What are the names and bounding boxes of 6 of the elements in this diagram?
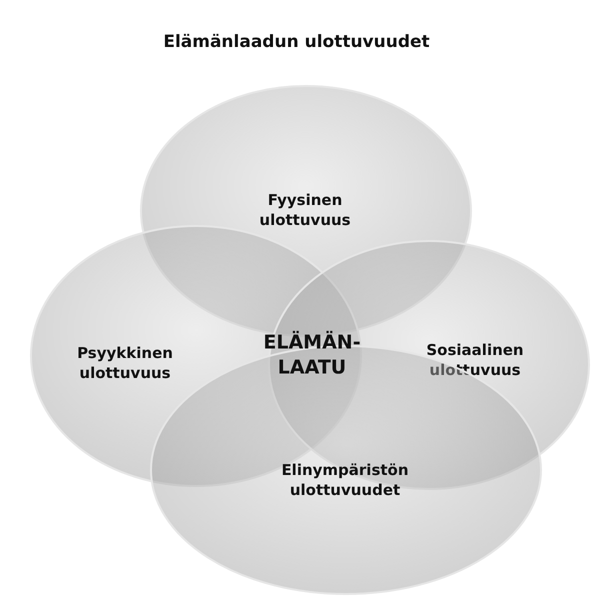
diagram-title: Elämänlaadun ulottuvuudet — [162, 32, 431, 52]
circle-label: Psyykkinen ulottuvuus — [76, 342, 174, 384]
circle-label: Sosiaalinen ulottuvuus — [425, 340, 525, 380]
circle-label: Elinympäristön ulottuvuudet — [280, 460, 410, 500]
center-label: ELÄMÄN- LAATU — [262, 330, 362, 380]
circle-label: Fyysinen ulottuvuus — [258, 190, 352, 230]
